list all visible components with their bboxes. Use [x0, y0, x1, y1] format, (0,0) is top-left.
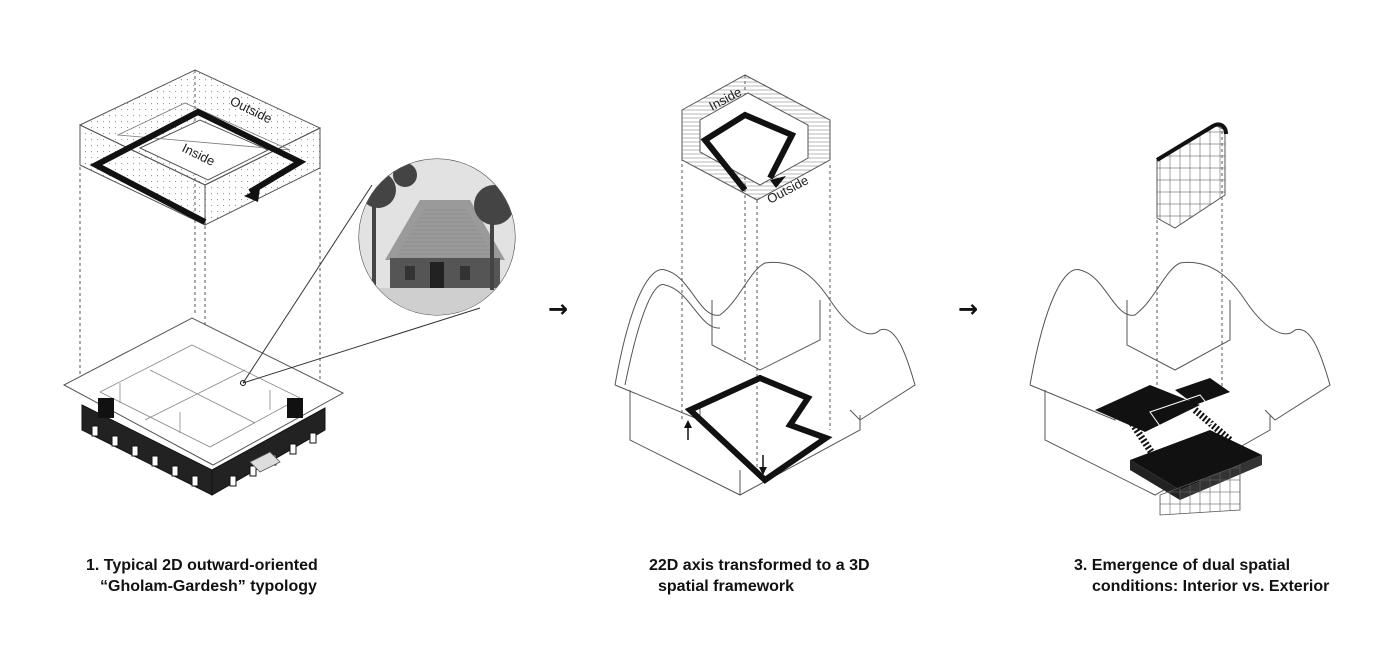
caption-1-line-1: 1. Typical 2D outward-oriented: [86, 557, 318, 574]
courtyard-house-photo: [358, 158, 516, 316]
top-box-2: Inside Outside: [681, 74, 831, 207]
transition-arrow-2: →: [958, 295, 979, 323]
caption-panel-1: 1. Typical 2D outward-oriented “Gholam-G…: [86, 555, 318, 597]
transition-arrow-1: →: [548, 295, 569, 323]
caption-panel-3: 3. Emergence of dual spatial conditions:…: [1074, 555, 1329, 597]
facade-panel-3: [1155, 122, 1228, 229]
panel-2-diagram: Inside Outside: [614, 74, 916, 496]
projection-lines-2: [681, 75, 831, 470]
house-2: [614, 261, 916, 496]
caption-1-line-2: “Gholam-Gardesh” typology: [100, 578, 317, 595]
callout-lines: [242, 184, 481, 384]
panel-3-diagram: [1029, 122, 1331, 516]
caption-panel-2: 22D axis transformed to a 3D spatial fra…: [649, 555, 870, 597]
caption-3-line-2: conditions: Interior vs. Exterior: [1092, 578, 1330, 595]
house-3: [1029, 261, 1331, 496]
caption-3-line-1: 3. Emergence of dual spatial: [1074, 557, 1291, 574]
caption-2-line-1: 22D axis transformed to a 3D: [649, 557, 870, 574]
dual-volumes-3: [1095, 378, 1262, 516]
house-plan-1: [62, 317, 345, 496]
caption-2-line-2: spatial framework: [658, 578, 795, 595]
panel-1-diagram: Outside Inside: [62, 69, 516, 496]
top-box-1: Outside Inside: [78, 69, 322, 226]
circulation-loop-2: [684, 374, 833, 484]
